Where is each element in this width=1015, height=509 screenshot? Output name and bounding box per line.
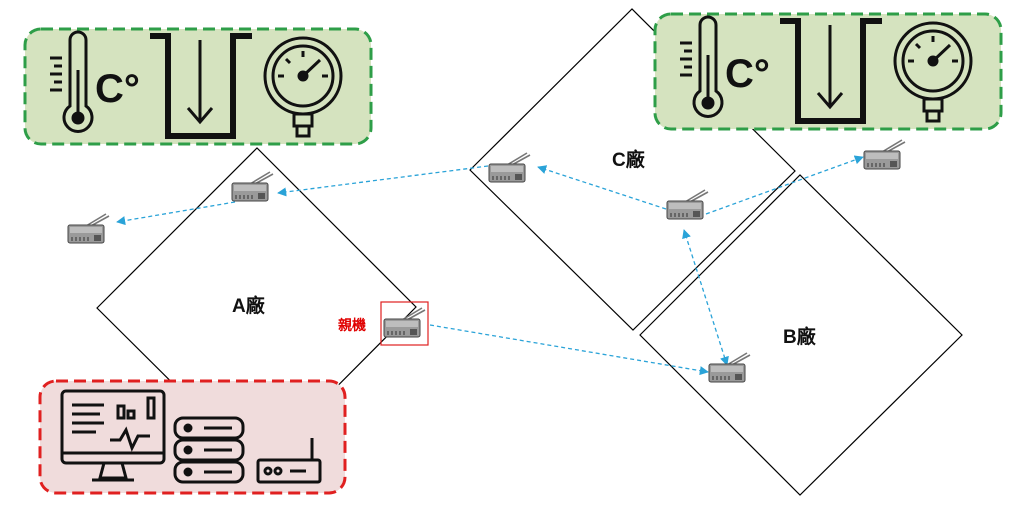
thermometer-icon <box>680 15 724 118</box>
factory-a-label: A廠 <box>232 296 265 317</box>
celsius-icon: C° <box>95 67 140 111</box>
link-c-relay-to-right-sensor <box>705 155 864 215</box>
link-c-relay-to-c <box>537 165 667 210</box>
celsius-icon: C° <box>725 52 770 96</box>
wireless-device-a <box>231 171 274 202</box>
factory-c-outline <box>469 8 796 331</box>
wireless-device-c-relay <box>666 189 709 220</box>
pressure-gauge-icon <box>263 36 343 138</box>
factory-b-label: B廠 <box>783 327 816 348</box>
thermometer-icon <box>50 30 94 133</box>
wireless-device-b <box>708 352 751 383</box>
wireless-links <box>116 155 864 376</box>
water-level-icon <box>780 18 882 124</box>
sensor-panel-right: C° <box>653 12 1003 131</box>
router-icon <box>256 438 322 484</box>
parent-device-label: 親機 <box>338 317 366 333</box>
link-a-to-left-sensor <box>116 201 236 226</box>
server-panel <box>38 379 347 495</box>
parent-device-highlight <box>380 301 429 346</box>
pressure-gauge-icon <box>893 21 973 123</box>
link-b-to-c-relay <box>682 229 729 366</box>
link-parent-to-b <box>429 324 709 376</box>
wireless-device-left <box>67 213 110 244</box>
wireless-device-parent <box>383 307 426 338</box>
sensor-panel-left: C° <box>23 27 373 146</box>
link-c-to-a <box>277 165 489 197</box>
factory-c-label: C廠 <box>612 150 645 171</box>
factory-b-outline <box>639 174 963 496</box>
server-rack-icon <box>173 416 245 484</box>
monitor-dashboard-icon <box>60 389 166 482</box>
wireless-device-c <box>488 152 531 183</box>
water-level-icon <box>150 33 252 139</box>
wireless-device-right <box>863 139 906 170</box>
